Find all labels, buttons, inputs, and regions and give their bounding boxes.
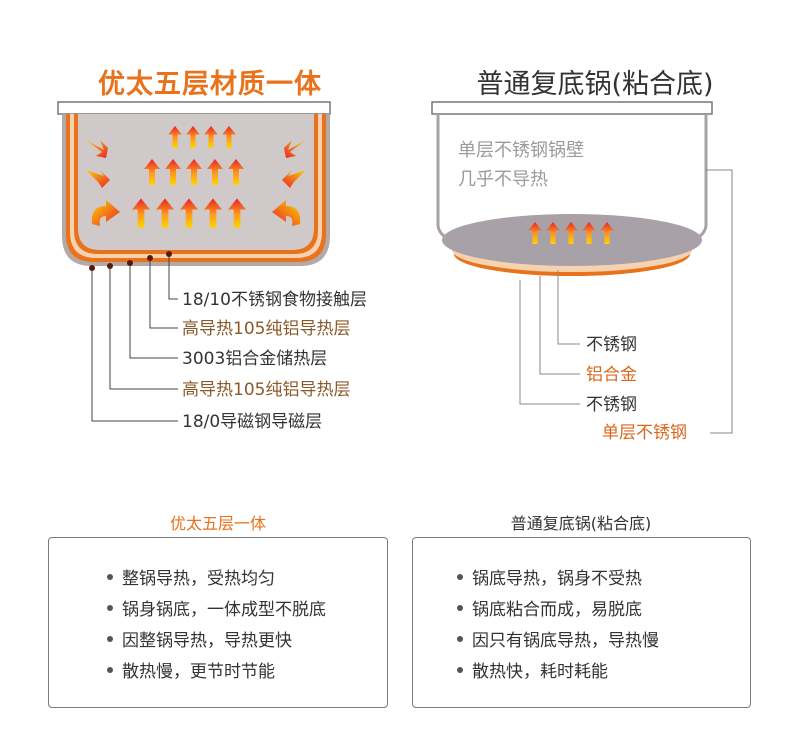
right-title: 普通复底锅(粘合底) [476, 69, 714, 100]
layer-label-steel-bottom: 不锈钢 [586, 395, 637, 415]
bullet-icon [457, 574, 463, 580]
left-leader-lines [91, 254, 178, 422]
summary-left-title: 优太五层一体 [169, 514, 266, 533]
left-pot-rim [57, 101, 331, 115]
summary-right-title: 普通复底锅(粘合底) [510, 514, 652, 533]
layer-label-alloy: 铝合金 [586, 365, 637, 385]
bullet-icon [107, 636, 113, 642]
summary-right-box: 锅底导热，锅身不受热 锅底粘合而成，易脱底 因只有锅底导热，导热慢 散热快，耗时… [412, 537, 751, 708]
bullet-icon [457, 667, 463, 673]
ordinary-pot-diagram [431, 101, 733, 434]
layer-label-food-contact: 18/10不锈钢食物接触层 [182, 290, 367, 310]
summary-left-box: 整锅导热，受热均匀 锅身锅底，一体成型不脱底 因整锅导热，导热更快 散热慢，更节… [48, 537, 388, 708]
wall-note-line-1: 单层不锈钢锅壁 [458, 140, 584, 161]
layer-label-single-steel: 单层不锈钢 [602, 423, 687, 443]
bullet-icon [107, 667, 113, 673]
summary-right-point: 因只有锅底导热，导热慢 [457, 626, 750, 657]
summary-left-point: 整锅导热，受热均匀 [107, 564, 387, 595]
left-leader-dots [89, 251, 172, 271]
summary-left-point: 因整锅导热，导热更快 [107, 626, 387, 657]
right-pot-rim [431, 101, 713, 115]
five-layer-pot-diagram [57, 101, 331, 422]
bullet-icon [107, 605, 113, 611]
layer-label-steel-top: 不锈钢 [586, 335, 637, 355]
bullet-icon [107, 574, 113, 580]
summary-left-point: 散热慢，更节时节能 [107, 657, 387, 688]
summary-left-point: 锅身锅底，一体成型不脱底 [107, 595, 387, 626]
layer-label-magnetic-steel: 18/0导磁钢导磁层 [182, 412, 323, 432]
bullet-icon [457, 636, 463, 642]
right-leader-lines [519, 169, 733, 434]
layer-label-aluminum-1: 高导热105纯铝导热层 [182, 319, 351, 339]
summary-right-point: 散热快，耗时耗能 [457, 657, 750, 688]
left-title: 优太五层材质一体 [98, 69, 322, 100]
wall-note-line-2: 几乎不导热 [458, 169, 548, 190]
heat-arrows-side-right [272, 140, 306, 226]
layer-label-alloy-storage: 3003铝合金储热层 [182, 349, 328, 369]
summary-right-point: 锅底导热，锅身不受热 [457, 564, 750, 595]
bullet-icon [457, 605, 463, 611]
heat-arrows-side-left [86, 140, 120, 226]
summary-right-point: 锅底粘合而成，易脱底 [457, 595, 750, 626]
layer-label-aluminum-2: 高导热105纯铝导热层 [182, 380, 351, 400]
